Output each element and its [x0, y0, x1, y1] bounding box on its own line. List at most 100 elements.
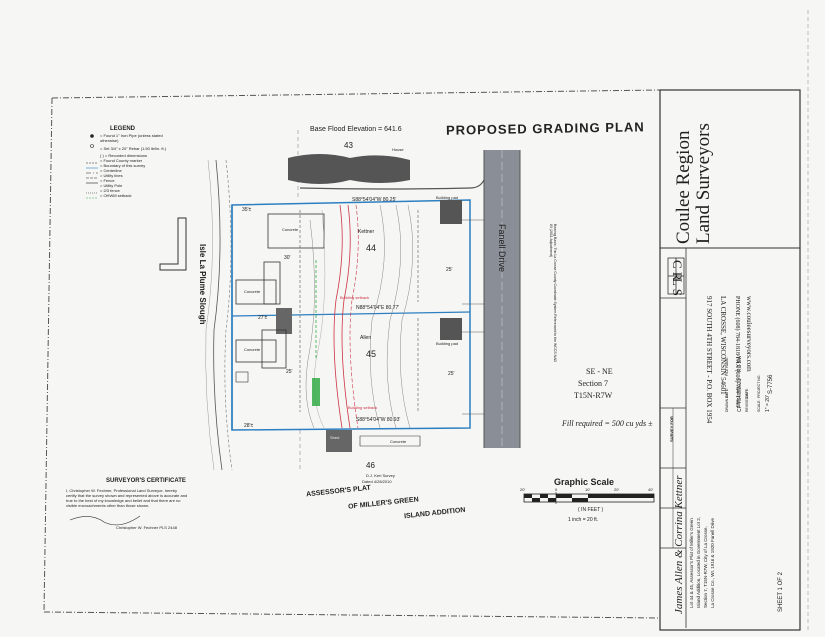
- base-flood-elevation: Base Flood Elevation = 641.6: [310, 126, 402, 133]
- certificate-line: I, Christopher W. Fechner, Professional …: [66, 488, 177, 493]
- dist-25-a: 25': [446, 267, 453, 273]
- shed-label: Shed: [330, 435, 340, 440]
- legend-item: = Found 1" Iron Pipe (unless stated othe…: [100, 133, 163, 143]
- legend-item: = Boundary of this survey: [100, 163, 146, 168]
- house-lot44: [263, 261, 281, 305]
- scale-ratio: 1 inch = 20 ft.: [568, 517, 599, 523]
- scale-value: 1" = 20': [765, 395, 771, 412]
- scale-tick-1: 0: [555, 487, 558, 492]
- fill-required: Fill required = 500 cu yds ±: [562, 419, 653, 428]
- company-name-1: Coulee Region: [673, 130, 694, 244]
- bearing-top: S88°54'04"W 80.25': [352, 197, 397, 203]
- l-structure: [159, 217, 187, 271]
- scale-tick-4: 40': [648, 487, 654, 492]
- section-line3: T15N-R7W: [574, 391, 613, 400]
- file-name-value: RC BW: [737, 355, 743, 372]
- concrete-label-46: Concrete: [390, 439, 407, 444]
- concrete-lot44-west: [235, 279, 277, 305]
- bearing-mid: N88°54'04"E 80.77': [356, 305, 400, 311]
- owner-allen: Allen: [360, 335, 372, 341]
- survey-desc-4: La Crosse Co., WI. 1916 & 1920 Fanell Dr…: [710, 517, 715, 608]
- owner-kettner: Kettner: [358, 229, 375, 235]
- date-label: DATE:: [725, 387, 729, 398]
- survey-desc-3: Section 7, T15N-R7W, City of La Crosse,: [703, 526, 708, 608]
- certificate-line: certify that the survey shown and repres…: [66, 493, 188, 498]
- dist-28: 28'±: [244, 423, 254, 429]
- legend-item: = Centerline: [100, 168, 122, 173]
- shed-46: [326, 430, 352, 452]
- scale-unit: ( IN FEET ): [578, 507, 604, 513]
- company-address-2: LA CROSSE, WISCONSIN 54601: [719, 296, 727, 395]
- survey-note-line1: D.J. Kerl Survey: [366, 473, 395, 478]
- company-web: www.couleesurveyors.com: [745, 296, 753, 372]
- building-pad-44: [440, 200, 462, 224]
- file-name-label: FILE NAME:: [725, 356, 729, 376]
- title-block-frame: [659, 89, 801, 631]
- survey-for-label: SURVEY FOR: [669, 416, 674, 442]
- logo-ls: L S: [670, 278, 685, 296]
- concrete-lot44: [267, 213, 325, 249]
- project-value: S-7756: [768, 374, 774, 394]
- scale-tick-0: 20': [520, 487, 526, 492]
- legend-item: = Utility lines: [100, 173, 123, 178]
- project-label: PROJECT NO.: [757, 374, 761, 398]
- house-43-label: House: [392, 147, 404, 152]
- legend-list: = Found 1" Iron Pipe (unless stated othe…: [100, 133, 180, 198]
- survey-desc-1: Lot 44 & 45, Assessor's Plat of Miller's…: [689, 518, 694, 608]
- legend-item: = 2/3 fence: [100, 188, 120, 193]
- plan-title: PROPOSED GRADING PLAN: [445, 119, 645, 138]
- lot-43-label: 43: [344, 141, 353, 150]
- bearing-basis-note: Bearing Basis: The La Crosse County Coor…: [549, 224, 558, 363]
- sheet-number: SHEET 1 OF 2: [778, 572, 784, 612]
- signature-mark: [69, 515, 141, 526]
- company-name-2: Land Surveyors: [693, 123, 714, 244]
- lot-44-label: 44: [366, 243, 377, 253]
- dist-27: 27'±: [258, 315, 268, 321]
- section-line2: Section 7: [578, 379, 608, 388]
- survey-note-line2: Dated 4/28/2010: [362, 479, 392, 484]
- concrete-46: [359, 435, 421, 447]
- section-line1: SE - NE: [586, 367, 613, 376]
- graphic-scale-title: Graphic Scale: [554, 477, 615, 487]
- scale-tick-2: 10': [585, 487, 591, 492]
- company-address-1: 917 SOUTH 4TH STREET - P.O. BOX 1954: [705, 296, 713, 424]
- house-lot45: [261, 329, 287, 369]
- drawn-by-value: CF TS: [737, 397, 743, 412]
- certificate-line: true to the best of my knowledge and bel…: [66, 498, 181, 503]
- sheet-border: [43, 89, 661, 619]
- building-pad-45: [440, 318, 462, 340]
- scale-tick-3: 20': [614, 487, 620, 492]
- legend-item: = Utility Pole: [100, 183, 123, 188]
- slough-shoreline: [213, 159, 223, 471]
- survey-desc-2: Island Addition, Located in Government L…: [696, 516, 701, 608]
- slough-name: Isle La Plume Slough: [198, 244, 207, 325]
- concrete-lot45-west: [235, 339, 277, 363]
- legend-item: = Fence: [100, 178, 115, 183]
- legend-item: = OHWM setback: [100, 193, 132, 198]
- scale-label: SCALE:: [757, 399, 761, 412]
- certificate-line: visible encroachments other than those s…: [66, 503, 150, 508]
- lot-46-label: 46: [366, 461, 375, 470]
- legend-item: ( ) = Recorded dimensions: [100, 153, 148, 158]
- house-43: [288, 154, 410, 184]
- legend-symbols: [86, 134, 98, 199]
- lot-45-label: 45: [366, 349, 377, 359]
- legend-title: LEGEND: [110, 126, 136, 132]
- revised-date-label: DATE:: [745, 387, 749, 398]
- legend-item: = Set 3/4" x 20" Rebar (1.50 lb/lin. ft.…: [100, 146, 167, 151]
- graphic-scale-bar: [523, 492, 655, 504]
- concrete-label-44: Concrete: [282, 227, 299, 232]
- concrete-label-w45: Concrete: [244, 347, 261, 352]
- certificate-title: SURVEYOR'S CERTIFICATE: [106, 478, 186, 484]
- dist-25-b: 25': [286, 369, 293, 375]
- date-value: 4/8/2021: [737, 378, 743, 398]
- street-name: Fanell Drive: [497, 224, 507, 273]
- dist-30: 30': [284, 255, 291, 261]
- legend-item: = Found County marker: [100, 158, 143, 163]
- certificate-signature: Christopher W. Fechner PLS 2448: [116, 525, 177, 530]
- building-setback-44: Building setback: [340, 295, 370, 300]
- dist-25-c: 25': [448, 371, 455, 377]
- dist-35: 35'±: [242, 207, 252, 213]
